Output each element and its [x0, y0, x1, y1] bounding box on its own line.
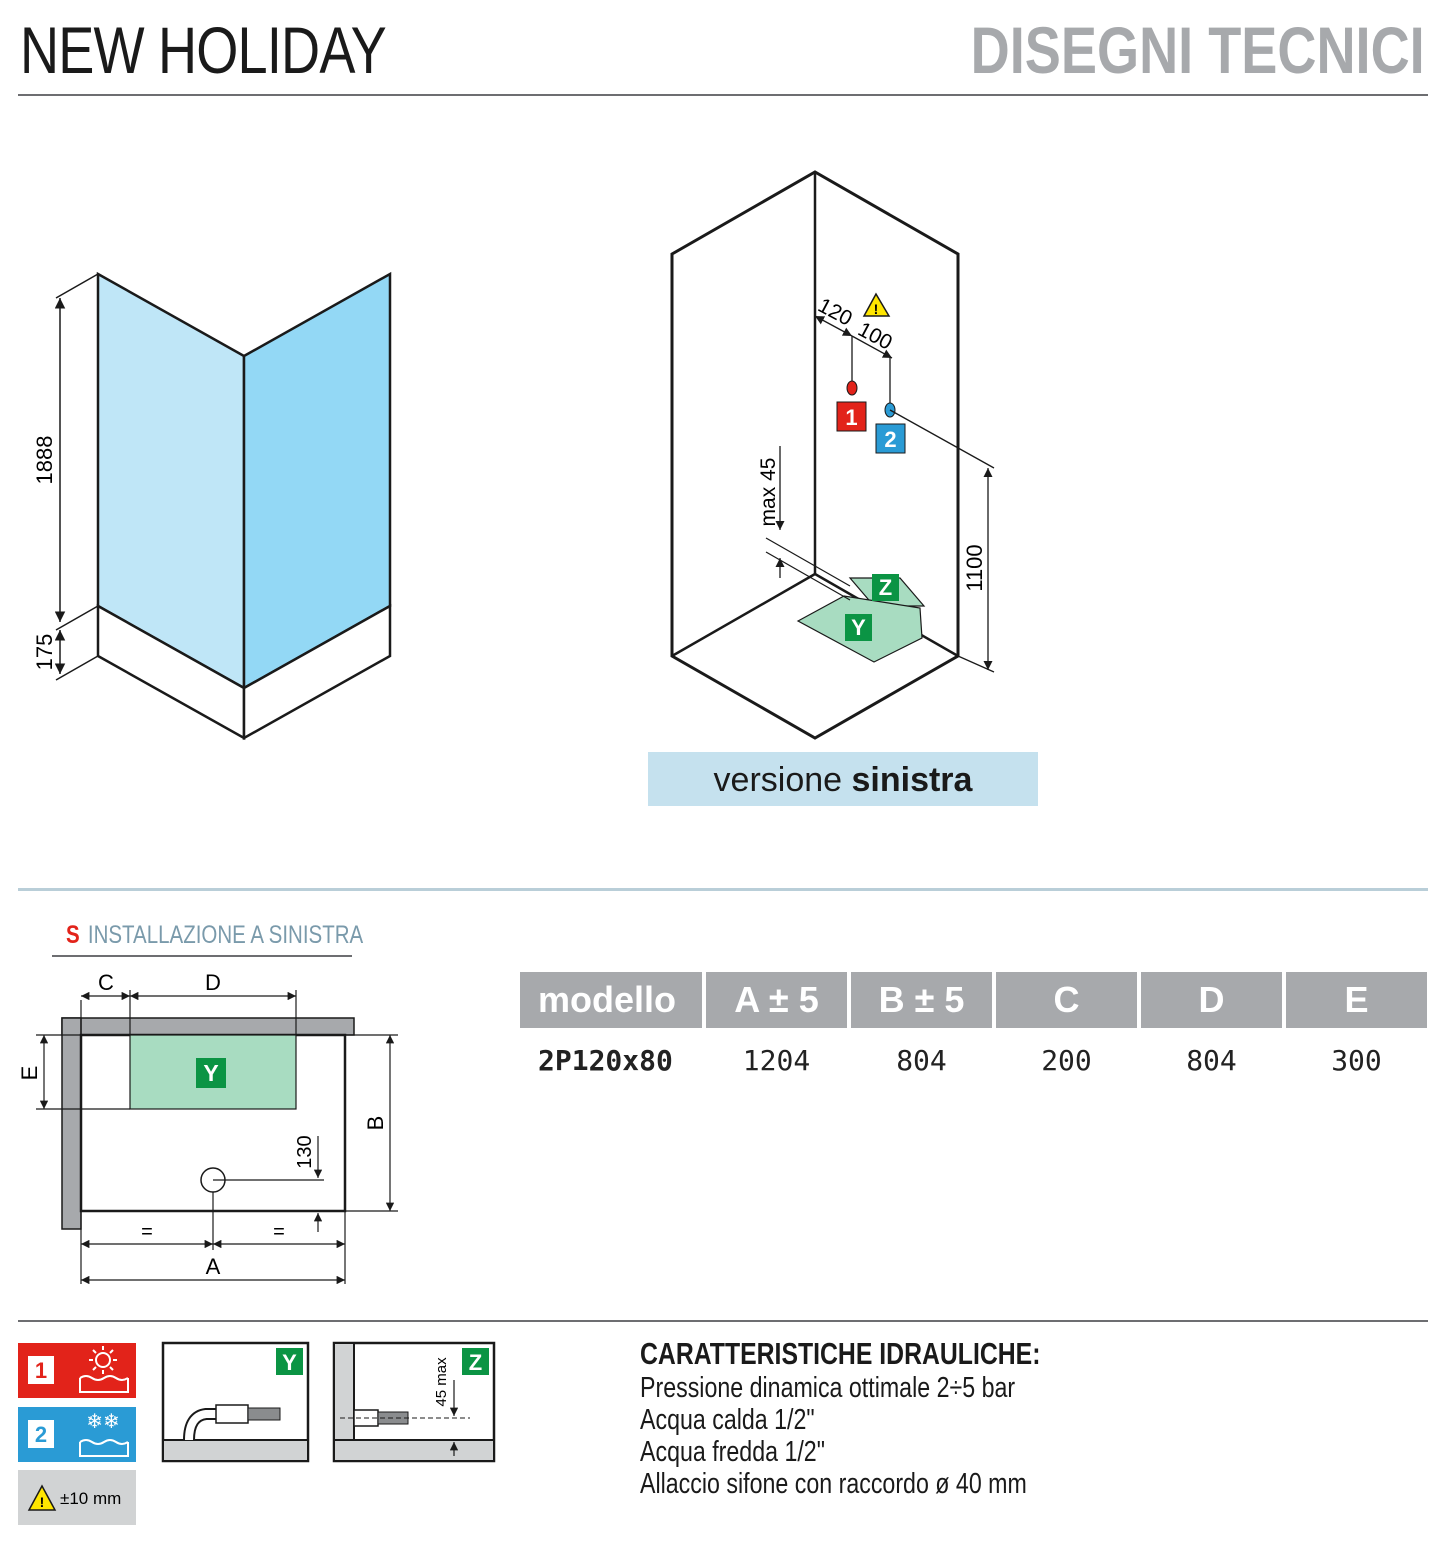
cell-c: 200 — [1041, 1043, 1092, 1077]
plan-dim-e: E — [17, 1066, 42, 1081]
dim-base-175: 175 — [32, 634, 57, 671]
footer-divider — [18, 1320, 1428, 1322]
plan-dim-d: D — [205, 970, 221, 995]
version-badge-background — [648, 752, 1038, 806]
sun-icon — [79, 1346, 129, 1393]
legend-hot-number: 1 — [35, 1358, 47, 1383]
cell-d: 804 — [1186, 1043, 1237, 1077]
plan-equal-right: = — [273, 1221, 285, 1243]
svg-text:!: ! — [874, 301, 879, 317]
hot-marker-number: 1 — [845, 405, 857, 430]
document-title: DISEGNI TECNICI — [970, 13, 1425, 87]
header-b: B ± 5 — [851, 972, 992, 1028]
plan-dim-c: C — [98, 970, 114, 995]
plan-dim-130: 130 — [294, 1135, 316, 1168]
legend-cold-number: 2 — [35, 1422, 47, 1447]
header-a: A ± 5 — [706, 972, 847, 1028]
header-divider — [18, 94, 1428, 96]
hydraulics-title: CARATTERISTICHE IDRAULICHE: — [640, 1336, 1041, 1371]
installation-label: INSTALLAZIONE A SINISTRA — [87, 921, 364, 949]
legend: 1 2 ❄❄ ! ±10 mm Y — [18, 1341, 496, 1525]
plan-equal-left: = — [141, 1221, 153, 1243]
zone-y-letter: Y — [851, 615, 866, 640]
header-c: C — [996, 972, 1137, 1028]
snowflake-icon: ❄❄ — [86, 1409, 120, 1433]
dim-height-1100: 1100 — [962, 544, 987, 591]
legend-z-dim: 45 max — [433, 1357, 450, 1407]
cell-e: 300 — [1331, 1043, 1382, 1077]
hydraulics-line: Pressione dinamica ottimale 2÷5 bar — [640, 1372, 1016, 1404]
version-prefix: versione — [713, 761, 852, 799]
hydraulics-line: Acqua fredda 1/2" — [640, 1436, 825, 1468]
hydraulics-line: Acqua calda 1/2" — [640, 1404, 815, 1436]
header-d: D — [1141, 972, 1282, 1028]
plan-zone-y-letter: Y — [203, 1060, 218, 1086]
zone-y-marker — [845, 614, 872, 641]
installation-underline — [52, 955, 352, 957]
version-emphasis: sinistra — [851, 761, 973, 799]
hot-water-marker — [836, 401, 867, 432]
front-view-drawing: 1888 175 — [32, 271, 392, 741]
header-modello: modello — [520, 972, 702, 1028]
cold-marker-number: 2 — [884, 427, 896, 452]
dimensions-table: modello A ± 5 B ± 5 C D E 2P120x80 1204 … — [516, 972, 1431, 1092]
section-divider — [18, 888, 1428, 891]
zone-z-marker — [872, 574, 899, 601]
header-e: E — [1286, 972, 1427, 1028]
table-row: 2P120x80 1204 804 200 804 300 — [520, 1028, 1427, 1092]
hot-water-outlet — [846, 380, 858, 396]
cold-water-marker — [875, 423, 906, 454]
table-header-row: modello A ± 5 B ± 5 C D E — [520, 972, 1427, 1028]
plan-dim-a: A — [206, 1254, 221, 1279]
plan-dim-b: B — [363, 1116, 388, 1131]
cell-b: 804 — [896, 1043, 947, 1077]
brand-title: NEW HOLIDAY — [20, 13, 387, 87]
legend-y-letter: Y — [282, 1350, 297, 1375]
legend-z-letter: Z — [469, 1350, 482, 1375]
zone-z-letter: Z — [879, 575, 892, 600]
dim-height-1888: 1888 — [32, 436, 57, 485]
right-base-panel — [242, 603, 392, 741]
warning-icon — [862, 292, 891, 317]
tolerance-value: ±10 mm — [60, 1489, 121, 1508]
dim-drain-max: max 45 — [757, 458, 780, 527]
plan-view-drawing: Y C D E B 130 = = A — [17, 970, 398, 1285]
plumbing-view-drawing: Z Y max 45 120 100 ! 1 2 1100 — [670, 170, 995, 740]
version-badge: versione sinistra — [648, 752, 1038, 806]
tolerance-warning-icon — [27, 1484, 57, 1511]
cell-model: 2P120x80 — [538, 1043, 673, 1077]
installation-code: S — [66, 921, 80, 949]
cell-a: 1204 — [742, 1043, 811, 1077]
hydraulics-line: Allaccio sifone con raccordo ø 40 mm — [640, 1468, 1027, 1500]
svg-text:!: ! — [40, 1494, 45, 1510]
